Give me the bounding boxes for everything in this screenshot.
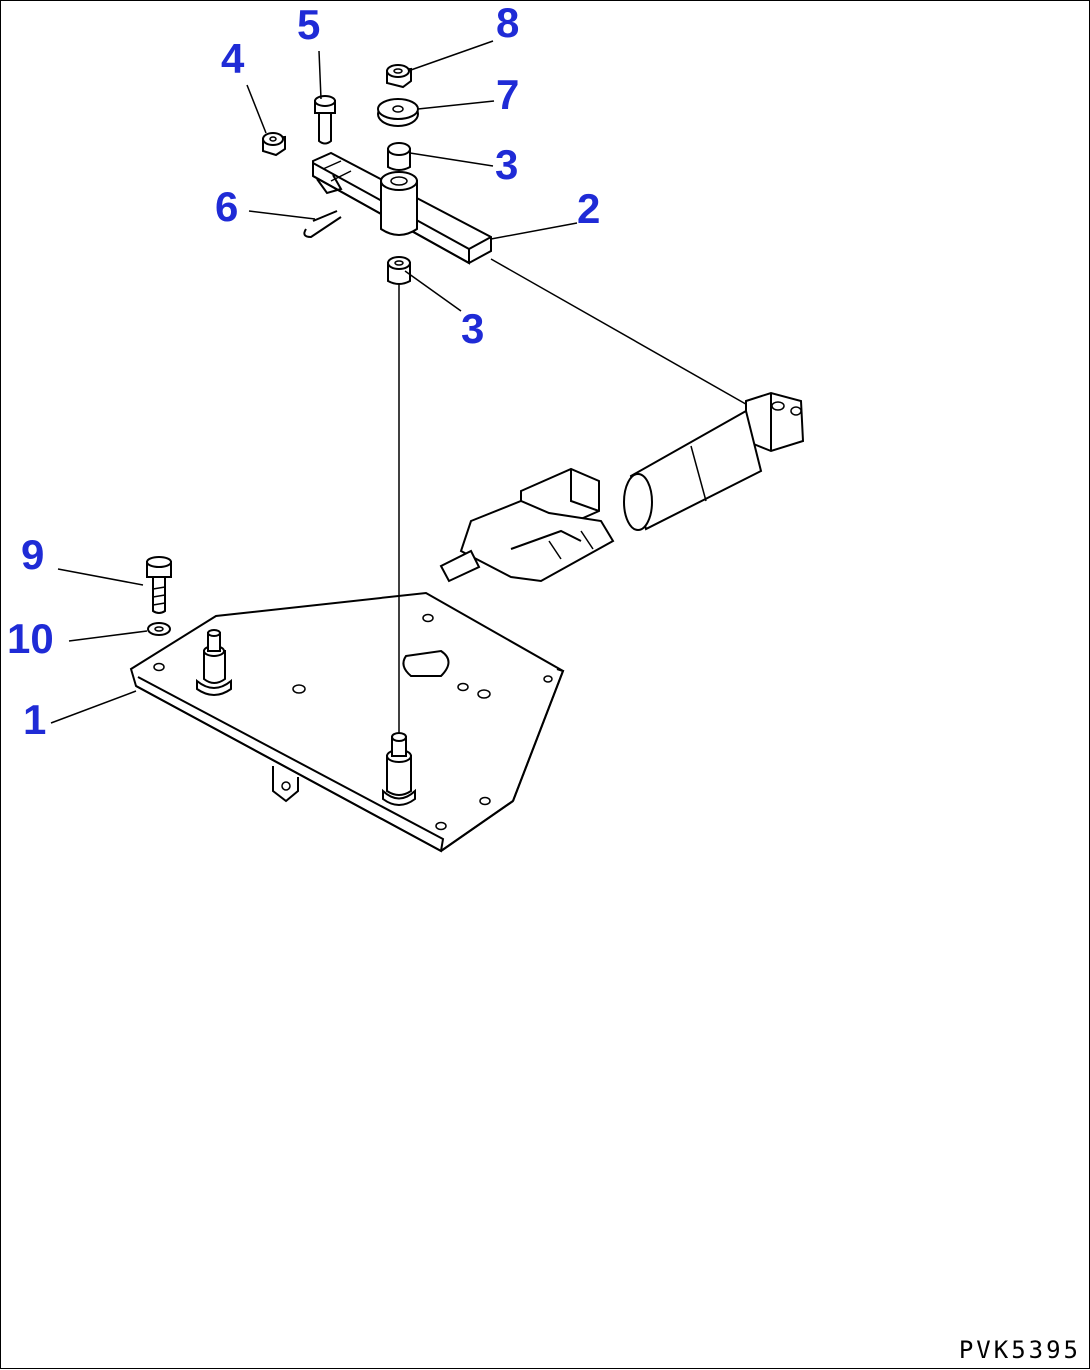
callout-6: 6 [215,183,238,230]
callout-labels: 1 2 3 3 4 5 6 7 8 9 10 [7,1,600,743]
callout-1: 1 [23,696,46,743]
callout-8: 8 [496,1,519,46]
callout-3-upper: 3 [495,141,518,188]
control-rod-line [490,258,752,408]
callout-10: 10 [7,615,54,662]
callout-2: 2 [577,185,600,232]
drawing-code: PVK5395 [958,1336,1081,1364]
callout-7: 7 [496,71,519,118]
callout-5: 5 [297,1,320,48]
base-plate [129,591,565,853]
callout-9: 9 [21,531,44,578]
leader-lines [50,40,578,724]
callout-3-lower: 3 [461,305,484,352]
callout-4: 4 [221,35,245,82]
solenoid-assembly [439,391,805,583]
upper-parts [262,64,492,285]
bolt-and-washer [146,556,172,636]
